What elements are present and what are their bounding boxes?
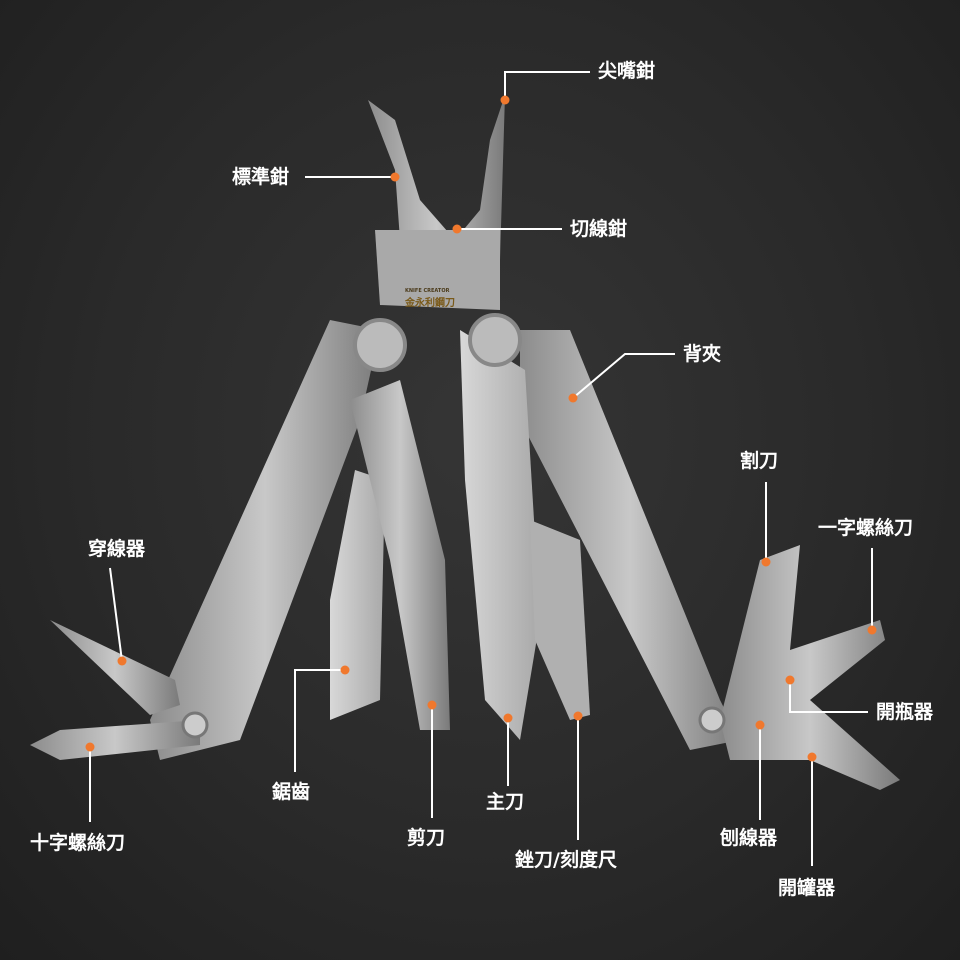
right-tools [720,545,900,790]
callout-dots [85,95,877,762]
label-scissors: 剪刀 [407,827,446,849]
pliers-head [368,95,505,310]
label-file-ruler: 銼刀/刻度尺 [515,849,617,871]
leader-lines [89,71,873,866]
label-needle-nose-pliers: 尖嘴鉗 [598,60,656,82]
label-threader: 穿線器 [88,538,146,560]
main-blade [460,330,540,740]
label-main-blade: 主刀 [486,791,525,813]
label-wire-cutter: 切線鉗 [570,218,628,240]
left-handle [150,320,380,760]
label-phillips-screwdriver: 十字螺絲刀 [30,832,126,854]
label-standard-pliers: 標準鉗 [232,166,290,188]
file-ruler [530,520,590,720]
label-bottle-opener: 開瓶器 [876,701,934,723]
label-flat-screwdriver: 一字螺絲刀 [818,517,914,539]
saw-blade [330,470,385,720]
label-hook-cutter: 割刀 [740,450,779,472]
label-wire-stripper: 刨線器 [720,827,778,849]
phillips-tool [30,720,200,760]
label-saw: 鋸齒 [272,781,311,803]
label-can-opener: 開罐器 [778,877,836,899]
label-back-clip: 背夾 [683,343,722,365]
scissors [350,380,450,730]
left-tools [50,620,180,715]
right-handle [520,330,740,750]
